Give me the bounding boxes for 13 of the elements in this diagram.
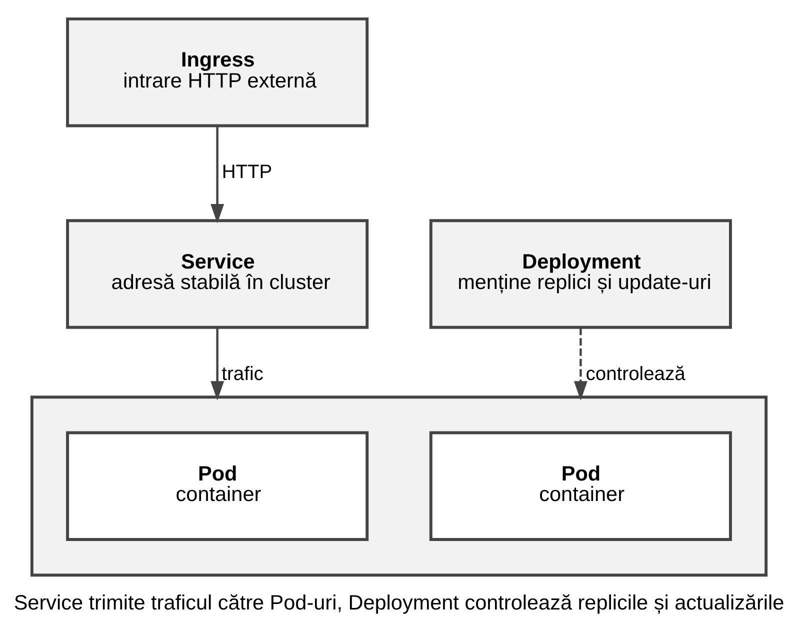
edge-label: controlează [586,364,686,385]
node-box: Pod container [429,431,732,541]
caption: Service trimite traficul către Pod-uri, Deployment controlează replicile și actualizările [14,592,784,614]
edge-label: HTTP [222,162,272,184]
node-box: Pod container [66,431,369,541]
node-box: Ingress intrare HTTP externă [66,17,369,128]
node-box: Service adresă stabilă în cluster [66,219,369,329]
edge-label: trafic [222,364,264,385]
node-box: Deployment menține replici și update-uri [429,219,732,329]
cluster [30,396,768,577]
arrow [574,328,588,400]
arrow [210,126,224,224]
arrow [210,328,224,400]
